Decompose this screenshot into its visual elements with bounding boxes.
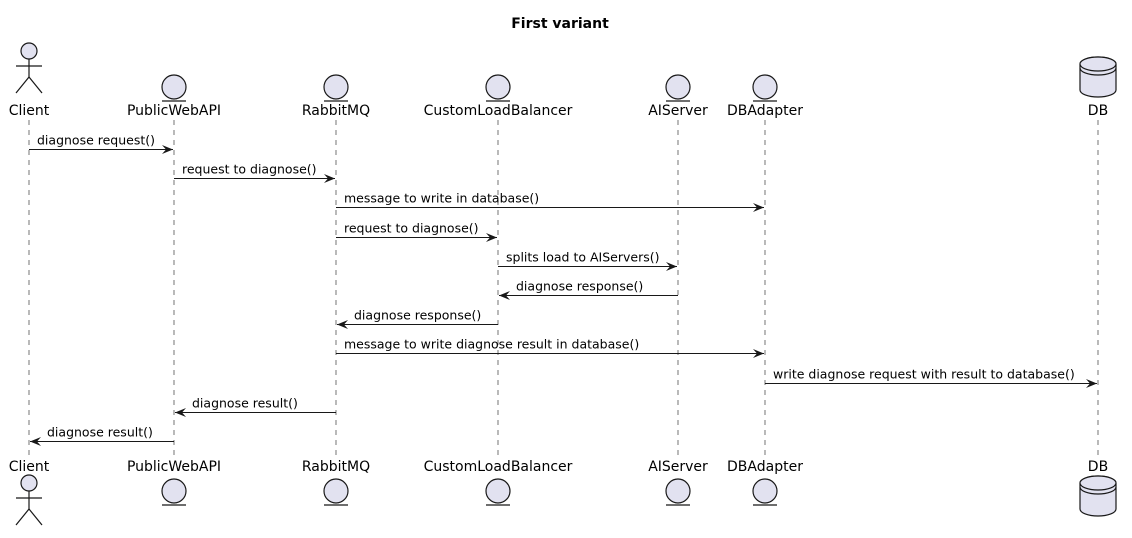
arrow-head-icon (175, 408, 186, 417)
dbadapter-name-top: DBAdapter (727, 103, 803, 119)
message-11: diagnose result() (30, 425, 174, 446)
arrow-head-icon (753, 349, 764, 358)
client-name-bottom: Client (9, 459, 50, 475)
arrow-head-icon (486, 233, 497, 242)
message-label: diagnose result() (192, 396, 298, 411)
aiserver-entity-icon (665, 74, 691, 102)
lifelines (28, 120, 1099, 458)
participants-top: Client PublicWebAPI RabbitMQ CustomLoadBala… (9, 42, 1117, 119)
message-label: diagnose request() (37, 133, 155, 148)
aiserver-entity-icon (665, 478, 691, 506)
rabbitmq-entity-icon (323, 478, 349, 506)
message-4: request to diagnose() (336, 221, 497, 242)
message-2: request to diagnose() (174, 162, 335, 183)
publicwebapi-name-top: PublicWebAPI (127, 103, 221, 119)
message-label: request to diagnose() (344, 221, 479, 236)
message-3: message to write in database() (336, 191, 764, 212)
db-name-top: DB (1088, 103, 1108, 119)
customloadbalancer-entity-icon (485, 74, 511, 102)
message-label: diagnose response() (516, 279, 643, 294)
publicwebapi-name-bottom: PublicWebAPI (127, 459, 221, 475)
client-name-top: Client (9, 103, 50, 119)
db-database-icon (1079, 475, 1117, 517)
publicwebapi-entity-icon (161, 74, 187, 102)
arrow-head-icon (337, 320, 348, 329)
arrow-head-icon (1086, 379, 1097, 388)
client-actor-icon (15, 474, 43, 526)
message-label: message to write diagnose result in data… (344, 337, 639, 352)
arrow-head-icon (162, 145, 173, 154)
message-label: write diagnose request with result to da… (773, 367, 1075, 382)
rabbitmq-name-bottom: RabbitMQ (302, 459, 370, 475)
message-8: message to write diagnose result in data… (336, 337, 764, 358)
message-label: diagnose result() (47, 425, 153, 440)
diagram-title: First variant (511, 16, 609, 32)
customloadbalancer-name-bottom: CustomLoadBalancer (424, 459, 573, 475)
arrow-head-icon (30, 437, 41, 446)
arrow-head-icon (753, 203, 764, 212)
arrow-head-icon (666, 262, 677, 271)
message-label: message to write in database() (344, 191, 539, 206)
aiserver-name-top: AIServer (648, 103, 708, 119)
dbadapter-entity-icon (752, 478, 778, 506)
message-9: write diagnose request with result to da… (765, 367, 1097, 388)
arrow-head-icon (499, 291, 510, 300)
message-label: request to diagnose() (182, 162, 317, 177)
message-10: diagnose result() (175, 396, 336, 417)
message-1: diagnose request() (29, 133, 173, 154)
message-label: splits load to AIServers() (506, 250, 660, 265)
rabbitmq-name-top: RabbitMQ (302, 103, 370, 119)
publicwebapi-entity-icon (161, 478, 187, 506)
participants-bottom: Client PublicWebAPI RabbitMQ CustomLoadBala… (9, 459, 1117, 526)
message-label: diagnose response() (354, 308, 481, 323)
message-5: splits load to AIServers() (498, 250, 677, 271)
db-name-bottom: DB (1088, 459, 1108, 475)
aiserver-name-bottom: AIServer (648, 459, 708, 475)
customloadbalancer-entity-icon (485, 478, 511, 506)
dbadapter-entity-icon (752, 74, 778, 102)
db-database-icon (1079, 56, 1117, 98)
customloadbalancer-name-top: CustomLoadBalancer (424, 103, 573, 119)
arrow-head-icon (324, 174, 335, 183)
rabbitmq-entity-icon (323, 74, 349, 102)
message-7: diagnose response() (337, 308, 498, 329)
dbadapter-name-bottom: DBAdapter (727, 459, 803, 475)
client-actor-icon (15, 42, 43, 94)
messages: diagnose request() request to diagnose() m… (29, 133, 1097, 446)
message-6: diagnose response() (499, 279, 678, 300)
